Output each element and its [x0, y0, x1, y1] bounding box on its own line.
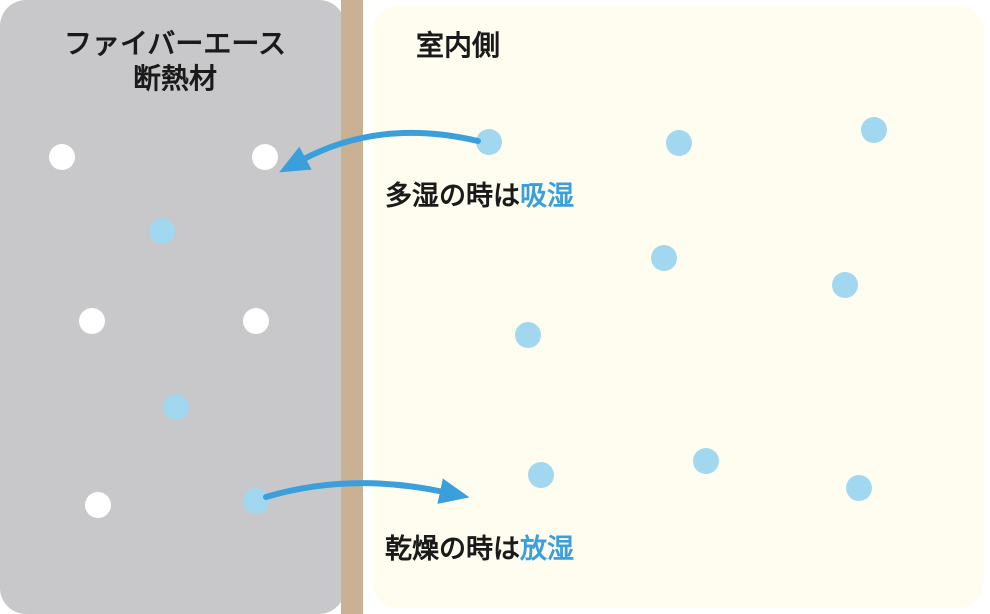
dry-caption-prefix: 乾燥の時は: [385, 534, 520, 565]
moisture-particle: [476, 129, 502, 155]
moisture-particle: [832, 272, 858, 298]
air-particle: [49, 144, 75, 170]
humid-caption-accent: 吸湿: [520, 181, 574, 212]
moisture-particle: [666, 130, 692, 156]
insulation-name: ファイバーエース: [63, 27, 287, 60]
air-particle: [252, 144, 278, 170]
air-particle: [79, 308, 105, 334]
humid-caption-prefix: 多湿の時は: [385, 181, 520, 212]
moisture-particle: [846, 475, 872, 501]
dry-caption: 乾燥の時は放湿: [385, 527, 574, 566]
moisture-particle: [693, 448, 719, 474]
release-arrow: [263, 478, 470, 504]
absorb-arrow: [279, 129, 481, 173]
moisture-particle: [149, 218, 175, 244]
wall-board: [341, 0, 363, 614]
moisture-particle: [163, 394, 189, 420]
interior-panel: [372, 6, 984, 608]
humid-caption: 多湿の時は吸湿: [385, 174, 574, 213]
interior-label: 室内側: [416, 29, 501, 62]
insulation-title: ファイバーエース 断熱材: [36, 26, 314, 96]
air-particle: [85, 492, 111, 518]
moisture-particle: [515, 322, 541, 348]
moisture-particle: [861, 117, 887, 143]
moisture-particle: [243, 488, 269, 514]
moisture-particle: [651, 245, 677, 271]
air-particle: [243, 308, 269, 334]
insulation-panel: [0, 0, 345, 614]
insulation-type: 断熱材: [132, 62, 217, 95]
dry-caption-accent: 放湿: [520, 534, 574, 565]
moisture-particle: [528, 462, 554, 488]
